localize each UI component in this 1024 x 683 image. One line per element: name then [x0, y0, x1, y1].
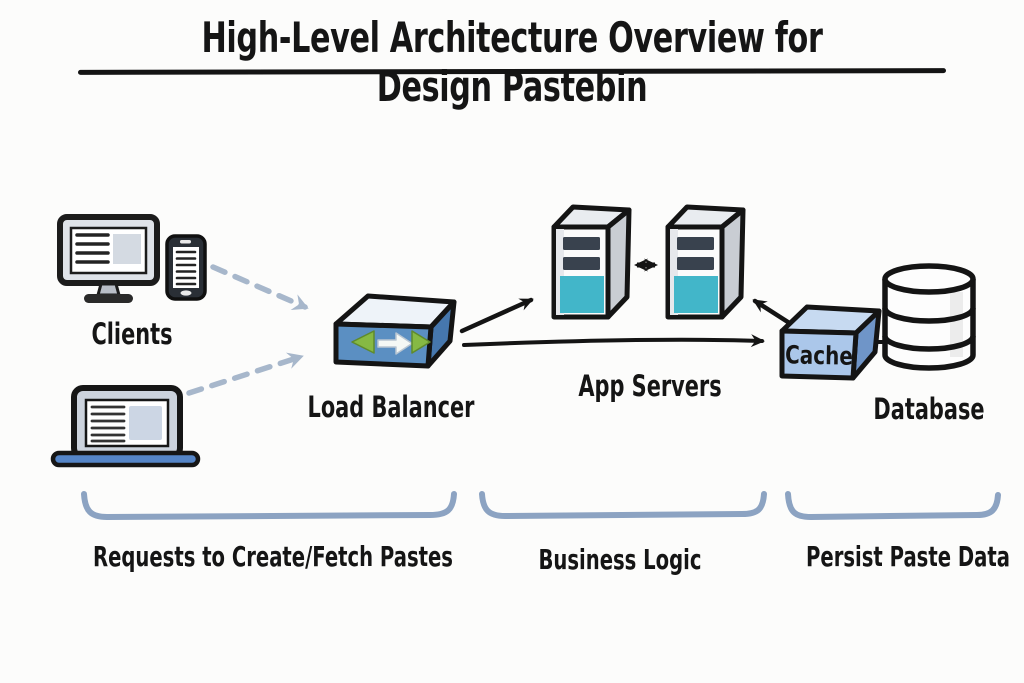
server2-slot-1 — [677, 237, 714, 250]
smartphone-icon — [165, 234, 207, 301]
server2-teal-panel — [674, 276, 718, 313]
database-shading — [950, 292, 963, 357]
laptop-text-lines — [90, 405, 126, 443]
business-logic-annotation-label: Business Logic — [538, 543, 702, 576]
phone-speaker — [180, 240, 191, 244]
laptop-content-block — [129, 406, 162, 440]
arrow-cache-to-appserver2 — [752, 298, 794, 327]
clients-label: Clients — [91, 317, 173, 351]
dashed-arrow-phone-to-lb — [210, 264, 309, 311]
app-server-1-icon — [551, 204, 632, 320]
server2-slot-2 — [677, 257, 714, 270]
phone-text-lines — [175, 250, 197, 286]
database-label: Database — [873, 392, 985, 426]
requests-annotation-label: Requests to Create/Fetch Pastes — [93, 540, 453, 573]
arrow-lb-to-cache — [462, 334, 765, 348]
arrow-lb-to-appserver1 — [459, 297, 534, 334]
database-icon — [882, 263, 976, 371]
server2-left-strip — [670, 229, 678, 315]
brace-requests — [81, 491, 457, 521]
app-server-2-icon — [665, 204, 746, 320]
load-balancer-icon — [333, 293, 457, 369]
server1-teal-panel — [560, 276, 604, 313]
cache-icon — [779, 304, 882, 381]
server1-slot-1 — [563, 237, 600, 250]
load-balancer-routing-arrows-icon — [351, 330, 431, 355]
brace-persist — [785, 491, 1001, 521]
persist-annotation-label: Persist Paste Data — [806, 540, 1010, 573]
dashed-arrow-laptop-to-lb — [186, 352, 304, 396]
monitor-text-lines — [75, 233, 110, 264]
cache-label: Cache — [784, 340, 854, 371]
laptop-icon — [50, 385, 201, 468]
server1-left-strip — [556, 229, 564, 315]
monitor-content-block — [113, 234, 141, 264]
app-servers-label: App Servers — [578, 369, 722, 403]
load-balancer-label: Load Balancer — [307, 390, 475, 424]
server1-slot-2 — [563, 257, 600, 270]
brace-business-logic — [479, 491, 767, 520]
phone-home-button — [180, 290, 192, 296]
desktop-monitor-icon — [57, 214, 160, 303]
